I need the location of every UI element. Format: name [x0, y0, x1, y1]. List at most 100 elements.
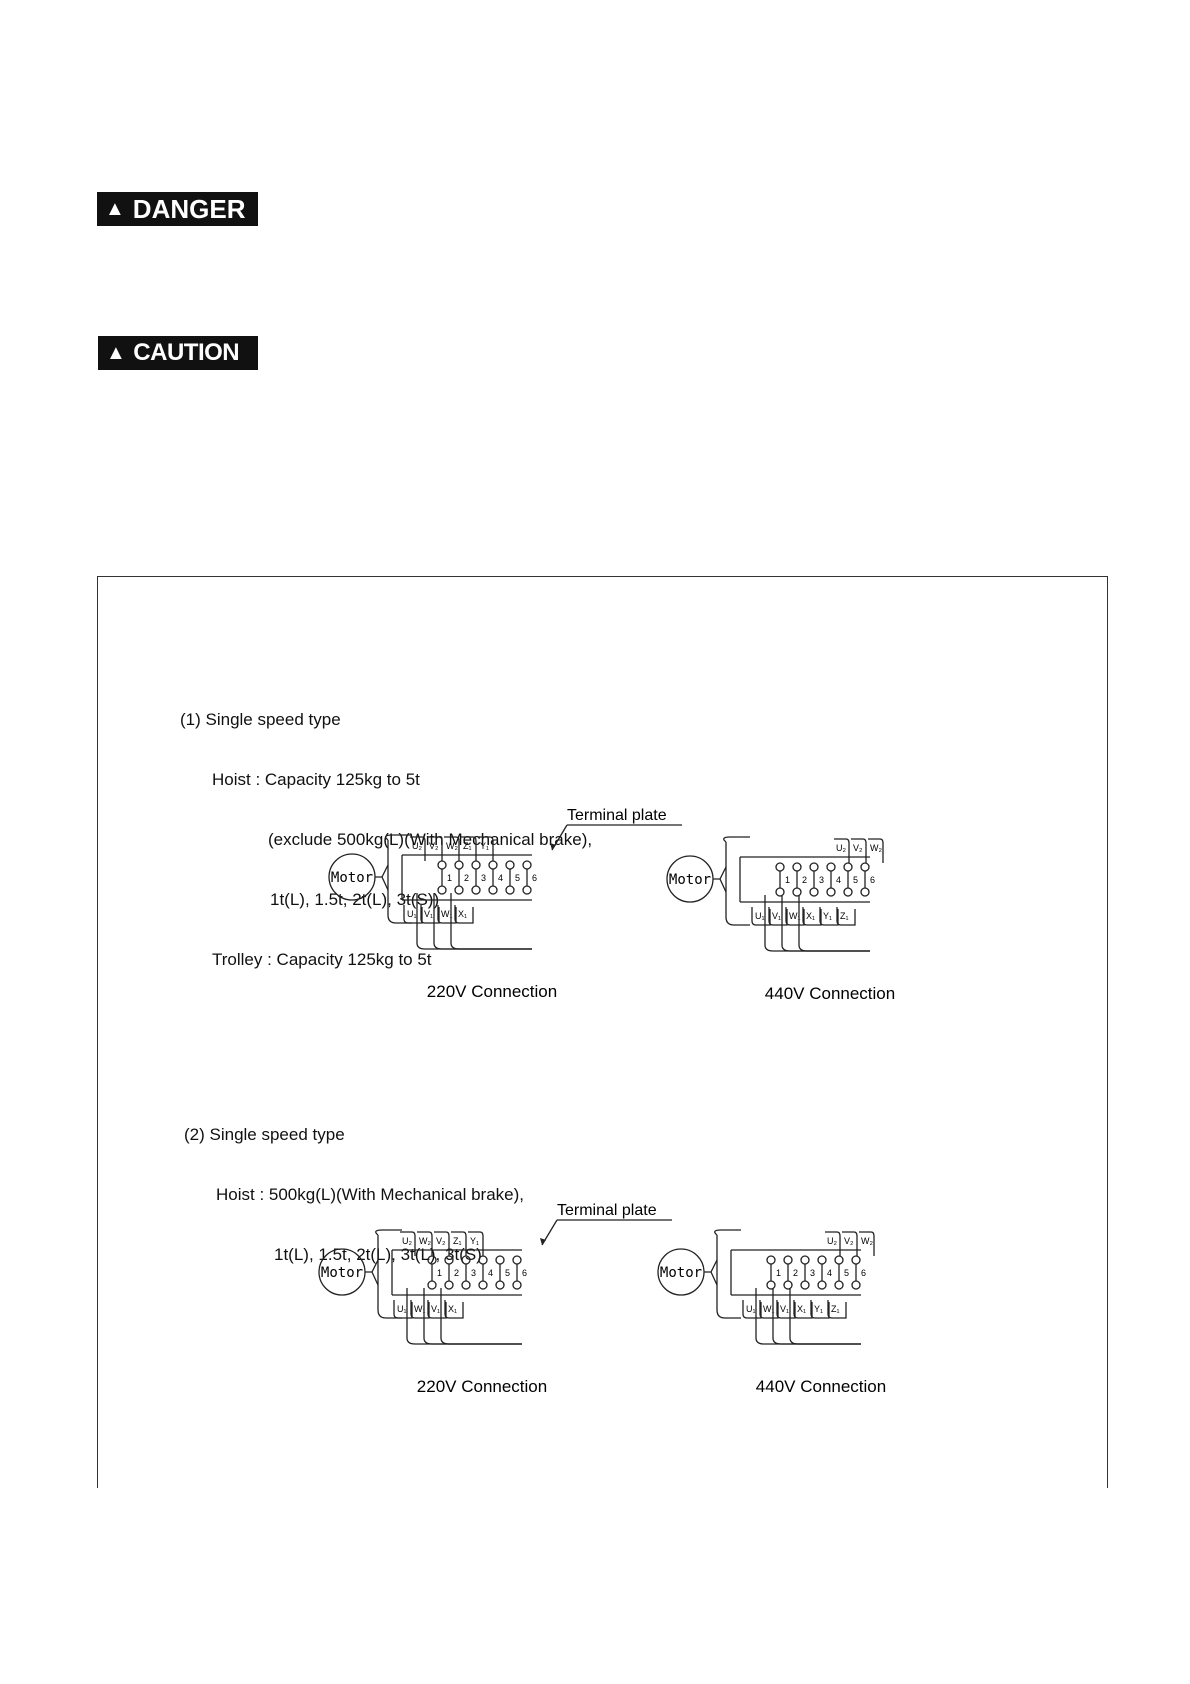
lead-wire	[454, 905, 474, 924]
terminal-plate-label: Terminal plate	[567, 807, 667, 824]
terminal-post	[522, 885, 532, 895]
lead-label: V₂	[436, 1236, 446, 1246]
lead-wire	[810, 1300, 830, 1319]
lead-label: Z₁	[840, 911, 849, 921]
lead-label: W₁	[789, 911, 801, 921]
lead-wire	[819, 907, 839, 926]
supply-line	[440, 1288, 522, 1345]
terminal-post	[522, 860, 532, 870]
motor-connector	[375, 864, 389, 891]
lead-wire	[393, 1300, 413, 1319]
lead-label: U₁	[755, 911, 765, 921]
lead-label: U₂	[827, 1236, 837, 1246]
warning-triangle-icon: ▲	[105, 198, 125, 220]
motor-connector	[704, 1259, 718, 1286]
terminal-number: 2	[464, 873, 469, 883]
section-1-heading: (1) Single speed type	[180, 710, 341, 729]
motor-label: Motor	[321, 1265, 363, 1281]
motor-label: Motor	[660, 1265, 702, 1281]
terminal-post	[860, 862, 870, 872]
lead-label: X₁	[458, 909, 467, 919]
motor-connector	[365, 1259, 379, 1286]
caution-badge: ▲ CAUTION	[98, 336, 258, 370]
terminal-number: 5	[515, 873, 520, 883]
lead-label: X₁	[806, 911, 815, 921]
lead-label: V₁	[780, 1304, 789, 1314]
terminal-post	[851, 1280, 861, 1290]
supply-line	[781, 895, 870, 952]
terminal-plate-leader	[551, 824, 682, 851]
terminal-post	[809, 862, 819, 872]
lead-wire	[427, 836, 443, 861]
motor-connector	[713, 866, 727, 893]
connection-caption: 440V Connection	[765, 984, 895, 1003]
lead-label: U₁	[397, 1304, 407, 1314]
lead-wire	[859, 1231, 875, 1256]
lead-wire	[751, 907, 771, 926]
lead-wire	[759, 1300, 779, 1319]
section-2-heading: (2) Single speed type	[184, 1125, 345, 1144]
lead-label: V₁	[431, 1304, 440, 1314]
terminal-plate-label: Terminal plate	[557, 1202, 657, 1219]
lead-label: V₁	[424, 909, 433, 919]
lead-wire	[434, 1231, 450, 1256]
section-1-line: 1t(L), 1.5t, 2t(L), 3t(S))	[270, 890, 440, 909]
motor-label: Motor	[331, 870, 373, 886]
section-1-line: Trolley : Capacity 125kg to 5t	[212, 950, 432, 969]
lead-wire	[768, 907, 788, 926]
terminal-post	[851, 1255, 861, 1265]
lead-wire	[468, 1231, 484, 1256]
lead-wire	[420, 905, 440, 924]
lead-label: Y₁	[470, 1236, 479, 1246]
lead-label: W₂	[419, 1236, 431, 1246]
terminal-post	[495, 1255, 505, 1265]
terminal-post	[444, 1280, 454, 1290]
lead-label: U₂	[402, 1236, 412, 1246]
terminal-post	[461, 1280, 471, 1290]
terminal-number: 2	[802, 875, 807, 885]
terminal-post	[505, 860, 515, 870]
terminal-post	[488, 885, 498, 895]
leader-arrowhead	[540, 1238, 546, 1245]
terminal-post	[427, 1255, 437, 1265]
supply-line	[764, 895, 870, 952]
lead-wire	[403, 905, 423, 924]
terminal-post	[843, 862, 853, 872]
lead-label: X₁	[797, 1304, 806, 1314]
section-2-line: Hoist : 500kg(L)(With Mechanical brake),	[216, 1185, 525, 1204]
lead-wire	[825, 1231, 841, 1256]
terminal-post	[488, 860, 498, 870]
lead-wire	[451, 1231, 467, 1256]
danger-badge: ▲ DANGER	[97, 192, 258, 226]
lead-wire	[478, 836, 494, 861]
lead-wire	[836, 907, 856, 926]
terminal-post	[826, 862, 836, 872]
lead-label: U₁	[746, 1304, 756, 1314]
leader-arrowhead	[550, 843, 556, 850]
supply-line	[789, 1288, 861, 1345]
connection-caption: 220V Connection	[417, 1377, 547, 1396]
lead-label: Z₁	[463, 841, 472, 851]
terminal-post	[454, 885, 464, 895]
terminal-post	[817, 1255, 827, 1265]
lead-label: Z₁	[453, 1236, 462, 1246]
terminal-post	[512, 1280, 522, 1290]
lead-label: V₂	[853, 843, 863, 853]
wiring-diagram-frame	[97, 576, 1108, 1488]
danger-label: DANGER	[132, 193, 246, 224]
lead-label: W₁	[763, 1304, 775, 1314]
terminal-number: 4	[498, 873, 503, 883]
section-1-line: Hoist : Capacity 125kg to 5t	[212, 770, 420, 789]
lead-wire	[427, 1300, 447, 1319]
lead-wire	[742, 1300, 762, 1319]
lead-label: Y₁	[823, 911, 832, 921]
lead-wire	[410, 836, 426, 861]
motor-lead-bundle	[714, 1229, 741, 1319]
supply-line	[423, 1288, 522, 1345]
terminal-number: 1	[785, 875, 790, 885]
supply-line	[406, 1288, 522, 1345]
terminal-number: 4	[836, 875, 841, 885]
lead-label: W₁	[441, 909, 453, 919]
terminal-post	[783, 1255, 793, 1265]
terminal-number: 6	[532, 873, 537, 883]
